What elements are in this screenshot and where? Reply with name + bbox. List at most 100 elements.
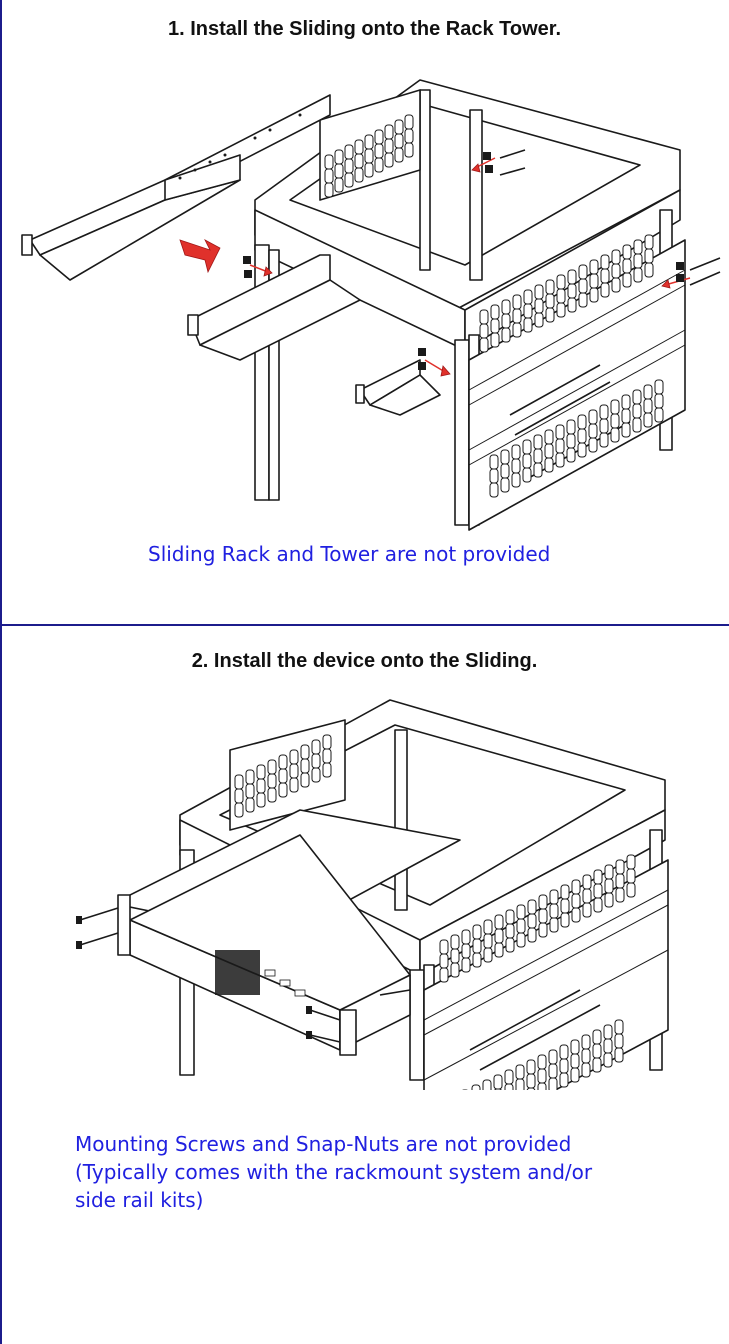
vent-slot <box>615 873 625 889</box>
vent-slot <box>512 322 522 338</box>
vent-slot <box>571 879 581 895</box>
vent-slot <box>334 163 344 179</box>
vent-slot <box>501 327 511 343</box>
vent-slot <box>581 1048 591 1064</box>
vent-slot <box>592 1043 602 1059</box>
vent-slot <box>494 928 504 944</box>
vent-slot <box>544 443 554 459</box>
vent-slot <box>234 802 244 818</box>
vent-slot <box>489 482 499 498</box>
vent-slot <box>537 1068 547 1084</box>
vent-slot <box>577 442 587 458</box>
vent-slot <box>549 917 559 933</box>
vent-slot <box>555 424 565 440</box>
vent-slot <box>501 299 511 315</box>
vent-slot <box>494 942 504 958</box>
vent-slot <box>245 797 255 813</box>
vent-slot <box>471 1084 481 1090</box>
vent-slot <box>632 403 642 419</box>
vent-slot <box>374 129 384 145</box>
vent-slot <box>461 957 471 973</box>
vent-slot <box>500 449 510 465</box>
vent-slot <box>593 869 603 885</box>
sliding-rail-mid-left <box>187 254 361 361</box>
vent-slot <box>559 1058 569 1074</box>
vent-slot <box>611 277 621 293</box>
step2-note: Mounting Screws and Snap-Nuts are not pr… <box>75 1130 592 1214</box>
vent-slot <box>578 264 588 280</box>
vent-slot <box>611 263 621 279</box>
vent-slot <box>505 923 515 939</box>
vent-slot <box>394 133 404 149</box>
vent-slot <box>555 452 565 468</box>
vent-slot <box>504 1069 514 1085</box>
vent-slot <box>559 1072 569 1088</box>
vent-slot <box>511 472 521 488</box>
vent-slot <box>364 134 374 150</box>
vent-slot <box>560 912 570 928</box>
vent-slot <box>278 754 288 770</box>
vent-slot <box>256 792 266 808</box>
vent-slot <box>600 268 610 284</box>
step1-note: Sliding Rack and Tower are not provided <box>148 542 551 566</box>
vent-slot <box>588 409 598 425</box>
vent-slot <box>581 1034 591 1050</box>
vent-slot <box>516 918 526 934</box>
vent-slot <box>566 447 576 463</box>
vent-slot <box>582 902 592 918</box>
vent-slot <box>538 894 548 910</box>
vent-slot <box>537 1054 547 1070</box>
vent-slot <box>450 948 460 964</box>
vent-slot <box>599 418 609 434</box>
vent-slot <box>533 448 543 464</box>
vent-slot <box>567 297 577 313</box>
step2-title: 2. Install the device onto the Sliding. <box>191 650 538 672</box>
vent-slot <box>344 172 354 188</box>
vent-slot <box>289 749 299 765</box>
vent-slot <box>537 1082 547 1090</box>
vent-slot <box>633 267 643 283</box>
vent-slot <box>511 458 521 474</box>
vent-slot <box>654 393 664 409</box>
vent-slot <box>344 158 354 174</box>
device-install-illustration <box>76 699 669 1090</box>
rack-sliding-illustration <box>21 79 721 531</box>
vent-slot <box>633 239 643 255</box>
vent-slot <box>610 413 620 429</box>
vent-slot <box>483 919 493 935</box>
vent-slot <box>622 258 632 274</box>
vent-slot <box>643 398 653 414</box>
vent-slot <box>593 897 603 913</box>
vent-slot <box>404 114 414 130</box>
vent-slot <box>577 428 587 444</box>
vent-slot <box>490 332 500 348</box>
vent-slot <box>300 758 310 774</box>
vent-slot <box>632 417 642 433</box>
vent-slot <box>571 893 581 909</box>
vent-slot <box>324 182 334 198</box>
vent-slot <box>614 1019 624 1035</box>
vent-slot <box>515 1078 525 1090</box>
vent-slot <box>267 759 277 775</box>
step1-title: 1. Install the Sliding onto the Rack Tow… <box>167 18 562 40</box>
vent-slot <box>278 782 288 798</box>
vent-slot <box>593 883 603 899</box>
install-arrow <box>179 239 221 274</box>
vent-slot <box>289 763 299 779</box>
vent-slot <box>582 888 592 904</box>
vent-slot <box>545 307 555 323</box>
vent-slot <box>604 878 614 894</box>
vent-slot <box>626 868 636 884</box>
vent-slot <box>494 1088 502 1090</box>
vent-slot <box>256 764 266 780</box>
vent-slot <box>534 284 544 300</box>
vent-slot <box>589 273 599 289</box>
step2-note-line-1: Mounting Screws and Snap-Nuts are not pr… <box>75 1132 572 1156</box>
vent-slot <box>614 1033 624 1049</box>
vent-slot <box>515 1064 525 1080</box>
vent-slot <box>555 438 565 454</box>
vent-slot <box>610 399 620 415</box>
vent-slot <box>566 419 576 435</box>
rack-device <box>117 809 461 1056</box>
